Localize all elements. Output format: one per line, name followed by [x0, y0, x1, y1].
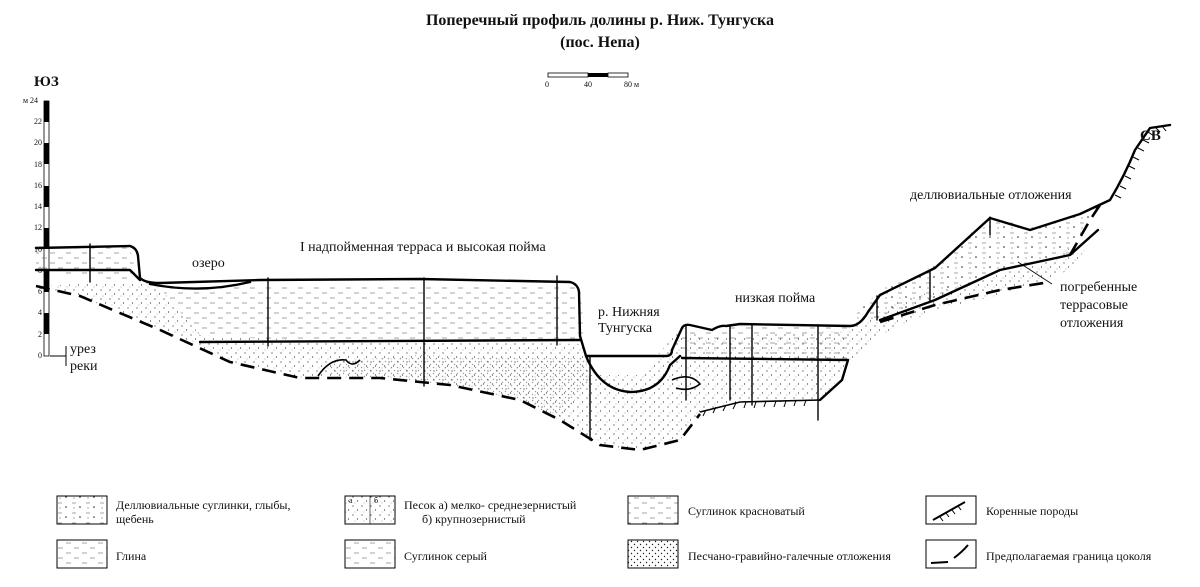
scale-tick-80: 80 м	[624, 80, 640, 89]
direction-northeast: СВ	[1140, 128, 1161, 144]
direction-southwest: ЮЗ	[34, 74, 59, 90]
y-axis-unit-label: м 24	[22, 96, 38, 105]
legend-item-bedrock: Коренные породы	[986, 504, 1079, 518]
bedrock-hatch	[702, 125, 1167, 417]
legend-item-sand: Песок а) мелко- среднезернистый б) крупн…	[404, 498, 577, 526]
legend-item-gravel: Песчано-гравийно-галечные отложения	[688, 549, 891, 563]
wavy-contact-left	[317, 359, 361, 377]
label-river-line2: Тунгуска	[598, 321, 653, 336]
y-tick: 16	[34, 181, 42, 190]
floodplain-loam	[682, 326, 850, 360]
y-tick: 6	[38, 287, 42, 296]
y-tick: 2	[38, 330, 42, 339]
y-tick: 14	[34, 202, 42, 211]
legend-swatch-deluvial	[56, 495, 108, 525]
legend-swatch-clay	[56, 539, 108, 569]
deluvial-body	[845, 205, 1100, 325]
bedrock-line	[699, 124, 1171, 413]
label-terrace: I надпойменная терраса и высокая пойма	[300, 240, 546, 255]
y-tick: 22	[34, 117, 42, 126]
figure-title: Поперечный профиль долины р. Ниж. Тунгус…	[425, 12, 775, 29]
label-low-floodplain: низкая пойма	[735, 291, 816, 306]
figure-subtitle: (пос. Непа)	[560, 34, 640, 51]
label-lake: озеро	[192, 256, 225, 271]
legend-item-basement-boundary: Предполагаемая граница цоколя	[986, 549, 1152, 563]
legend-item-reddish-loam: Суглинок красноватый	[688, 504, 805, 518]
legend-sand-sub-a: а	[349, 496, 353, 505]
label-buried-line3: отложения	[1060, 316, 1124, 331]
y-tick: 8	[38, 266, 42, 275]
terrace-loam	[36, 247, 585, 340]
y-axis-ruler	[43, 100, 50, 357]
y-tick: 4	[38, 308, 42, 317]
label-buried-line1: погребенные	[1060, 280, 1138, 295]
terrace-lower-contact	[198, 338, 582, 344]
label-buried-line2: террасовые	[1060, 298, 1128, 313]
buried-leader-line	[1017, 261, 1053, 285]
scale-tick-40: 40	[584, 80, 592, 89]
y-tick: 12	[34, 223, 42, 232]
y-tick: 10	[34, 245, 42, 254]
legend-item-grey-loam: Суглинок серый	[404, 549, 487, 563]
profile-lines	[34, 123, 1172, 441]
floodplain-contact	[680, 356, 850, 402]
legend-swatch-gravel	[627, 539, 679, 569]
label-waterline-line2: реки	[70, 359, 98, 374]
scale-bar	[547, 72, 629, 78]
y-tick: 20	[34, 138, 42, 147]
label-deluvial: деллювиальные отложения	[910, 188, 1072, 203]
slope-contact	[878, 228, 1100, 322]
label-river-line1: р. Нижняя	[598, 305, 660, 320]
label-waterline-line1: урез	[70, 342, 96, 357]
ground-surface	[34, 123, 1172, 358]
legend-item-deluvial: Деллювиальные суглинки, глыбы, щебень	[116, 498, 291, 526]
y-tick: 0	[38, 351, 42, 360]
legend-item-clay: Глина	[116, 549, 147, 563]
wavy-contact-right	[671, 376, 702, 391]
river-channel	[584, 354, 682, 394]
scale-tick-0: 0	[545, 80, 549, 89]
terrace-contact	[34, 268, 142, 282]
legend-sand-sub-b: б	[374, 496, 379, 505]
gravel-lens	[330, 355, 590, 420]
legend-swatch-reddish-loam	[627, 495, 679, 525]
y-tick: 18	[34, 160, 42, 169]
legend-swatch-grey-loam	[344, 539, 396, 569]
lake-bed	[148, 280, 252, 290]
legend-swatches	[56, 495, 977, 569]
assumed-basement-boundary	[35, 204, 1102, 452]
